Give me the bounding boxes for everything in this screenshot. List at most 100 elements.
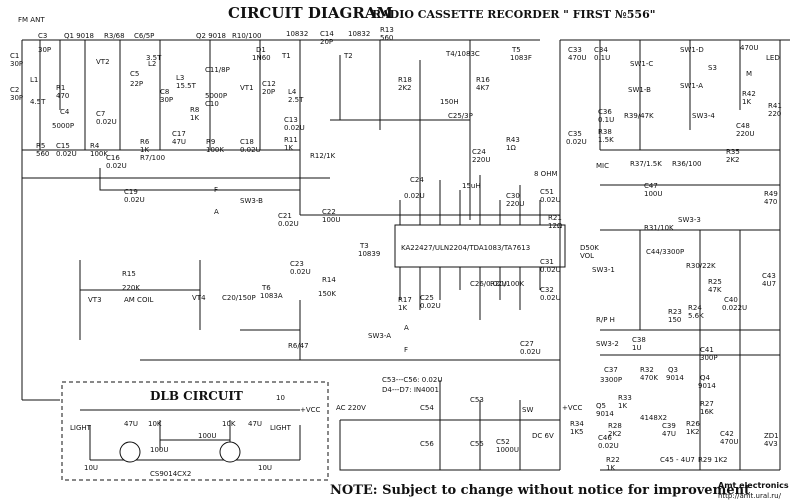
label-q3-value: 9014 xyxy=(666,374,684,382)
label-d50k: D50K xyxy=(580,244,599,252)
label-c53: C53 xyxy=(470,396,484,404)
label-c12-value: 20P xyxy=(262,88,275,96)
label-zd: ZD1 xyxy=(764,432,779,440)
label-c48-value: 220U xyxy=(736,130,754,138)
dlb-wiring xyxy=(80,409,301,463)
label-c34-value: 0.1U xyxy=(594,54,610,62)
label-dc6v: DC 6V xyxy=(532,432,554,440)
label-r4: R4 xyxy=(90,142,100,150)
dlb-label-47u-1: 47U xyxy=(124,420,138,428)
label-d1-value: 1N60 xyxy=(252,54,271,62)
label-r1: R1 xyxy=(56,84,65,92)
label-c43: C43 xyxy=(762,272,776,280)
label-c7-value: 0.02U xyxy=(96,118,117,126)
label-led: LED xyxy=(766,54,780,62)
dlb-label-10u-1: 10U xyxy=(84,464,98,472)
label-c21: C21 xyxy=(278,212,292,220)
label-r38-value: 1.5K xyxy=(598,136,614,144)
label-c16: C16 xyxy=(106,154,120,162)
label-r6-value: 1K xyxy=(140,146,149,154)
label-c54: C54 xyxy=(420,404,434,412)
label-c20: C20/150P xyxy=(222,294,256,302)
label-r7: R7/100 xyxy=(140,154,165,162)
label-8-ohm: 8 OHM xyxy=(534,170,558,178)
dlb-title: DLB CIRCUIT xyxy=(150,389,243,403)
note-text: NOTE: Subject to change without notice f… xyxy=(330,483,750,498)
label-r6: R6 xyxy=(140,138,150,146)
label-c22: C22 xyxy=(322,208,336,216)
label-c24b-value: 0.02U xyxy=(404,192,425,200)
label-c25: C25/3P xyxy=(448,112,473,120)
label-r9-value: 100K xyxy=(206,146,224,154)
label-q5: Q5 xyxy=(596,402,606,410)
label-r35: R35 xyxy=(726,148,740,156)
label-r13-value: 560 xyxy=(380,34,393,42)
label-t5: T5 xyxy=(511,46,521,54)
label-c16-value: 0.02U xyxy=(106,162,127,170)
label-c21-value: 0.02U xyxy=(278,220,299,228)
label-l3-value: 15.5T xyxy=(176,82,197,90)
label-r43: R43 xyxy=(506,136,520,144)
label-c10: C10 xyxy=(205,100,219,108)
label-c39: C39 xyxy=(662,422,676,430)
label-sw3-1: SW3-1 xyxy=(592,266,615,274)
label-c11: C11/8P xyxy=(205,66,230,74)
label-c43-value: 4U7 xyxy=(762,280,776,288)
label-c48: C48 xyxy=(736,122,750,130)
label-c27-value: 0.02U xyxy=(520,348,541,356)
dlb-label-10: 10 xyxy=(276,394,285,402)
label-l2: L2 xyxy=(148,60,156,68)
label-r18: R18 xyxy=(398,76,412,84)
label-c33: C33 xyxy=(568,46,582,54)
label-c52-value: 1000U xyxy=(496,446,519,454)
label-r32: R32 xyxy=(640,366,654,374)
label-sw3-4: SW3-4 xyxy=(692,112,715,120)
label-r5: R5 xyxy=(36,142,45,150)
dlb-label-47u-2: 47U xyxy=(248,420,262,428)
label-mic: MIC xyxy=(596,162,609,170)
dlb-label-10k-1: 10K xyxy=(148,420,162,428)
label-c42-value: 470U xyxy=(720,438,738,446)
label-c5-value: 22P xyxy=(130,80,143,88)
label-c6: C6/5P xyxy=(134,32,154,40)
label-l3: L3 xyxy=(176,74,184,82)
label-c4: C4 xyxy=(60,108,70,116)
label-r18-value: 2K2 xyxy=(398,84,412,92)
label-c14-value: 20P xyxy=(320,38,333,46)
label-r26-value: 1K2 xyxy=(686,428,700,436)
label-r42: R42 xyxy=(742,90,756,98)
dlb-label-light-2: LIGHT xyxy=(270,424,292,432)
label-r33: R33 xyxy=(618,394,632,402)
label-r1-value: 470 xyxy=(56,92,69,100)
dlb-label-100u-1: 100U xyxy=(150,446,168,454)
label-c33-value: 470U xyxy=(568,54,586,62)
label-vt3: VT3 xyxy=(88,296,102,304)
label-vcc-2: +VCC xyxy=(562,404,583,412)
label-r3: R3/68 xyxy=(104,32,125,40)
label-r25: R25 xyxy=(708,278,722,286)
label-r38: R38 xyxy=(598,128,612,136)
label-r20: R20/100K xyxy=(490,280,524,288)
label-r8: R8 xyxy=(190,106,199,114)
label-t5-value: 1083F xyxy=(510,54,532,62)
label-sw1c: SW1-C xyxy=(630,60,653,68)
label-c1-value: 30P xyxy=(10,60,23,68)
label-l2-value: 3.5T xyxy=(146,54,162,62)
ic-label: KA22427/ULN2204/TDA1083/TA7613 xyxy=(401,244,530,252)
label-r49-value: 470 xyxy=(764,198,777,206)
label-q5-value: 9014 xyxy=(596,410,614,418)
label-r39: R39/47K xyxy=(624,112,654,120)
label-r16-value: 4K7 xyxy=(476,84,490,92)
label-m: M xyxy=(746,70,752,78)
label-f1: F xyxy=(214,186,218,194)
label-r10: R10/100 xyxy=(232,32,262,40)
component-labels: FM ANT C3 30P C1 30P C2 30P L1 4.5T R1 4… xyxy=(10,16,782,478)
label-l1-value: 4.5T xyxy=(30,98,46,106)
label-c17: C17 xyxy=(172,130,186,138)
label-c24b: C24 xyxy=(410,176,424,184)
label-c31: C31 xyxy=(540,258,554,266)
label-c25b: C25 xyxy=(420,294,434,302)
label-r21: R21 xyxy=(548,214,562,222)
label-r28: R28 xyxy=(608,422,622,430)
label-r34: R34 xyxy=(570,420,584,428)
